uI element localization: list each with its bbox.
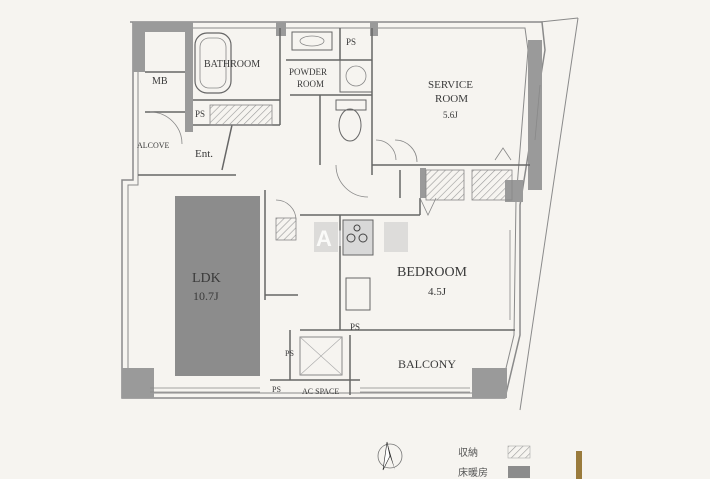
storage-areas [209,104,513,241]
stove [342,219,374,256]
ldk-size: 10.7J [193,289,219,303]
powder-label-1: POWDER [289,67,327,77]
legend-floor-heating-label: 床暖房 [458,466,488,479]
service-room-label-1: SERVICE [428,79,473,91]
legend-storage-swatch [507,445,531,459]
accent-bar [576,451,582,479]
watermark: A I [314,222,408,252]
toilet-tank [335,99,367,111]
mb-label: MB [152,76,168,87]
bedroom-size: 4.5J [428,286,447,298]
service-room-size: 5.6J [443,110,458,120]
svg-text:A I: A I [316,226,343,251]
ps-bottom-label: PS [272,385,281,394]
balcony-label: BALCONY [398,357,456,371]
kitchen-sink [345,277,371,311]
wall-blocks [122,22,542,398]
door-swings [149,111,512,221]
exterior-walls [121,17,579,411]
ac-space-label: AC SPACE [302,387,339,396]
bathtub [194,32,232,94]
sink [291,31,333,51]
legend-storage-label: 収納 [458,446,478,459]
ps-balcony-label: PS [285,349,294,358]
washer [339,59,373,93]
legend: 収納 床暖房 [458,445,531,479]
floor-heating-area [175,196,260,376]
entrance-label: Ent. [195,148,213,160]
toilet-bowl [338,108,362,142]
ps-kitchen-label: PS [350,322,360,332]
ldk-label: LDK [192,271,221,286]
ps-bath-label: PS [195,109,205,119]
compass-icon [377,441,403,471]
alcove-label: ALCOVE [137,141,170,150]
service-room-label-2: ROOM [435,93,468,105]
bedroom-label: BEDROOM [397,265,468,280]
powder-label-2: ROOM [297,79,324,89]
ac-unit [299,336,343,376]
ps-top-label: PS [346,37,356,47]
windows [150,84,541,393]
bathroom-label: BATHROOM [204,59,260,70]
legend-floor-heating-swatch [508,466,530,478]
